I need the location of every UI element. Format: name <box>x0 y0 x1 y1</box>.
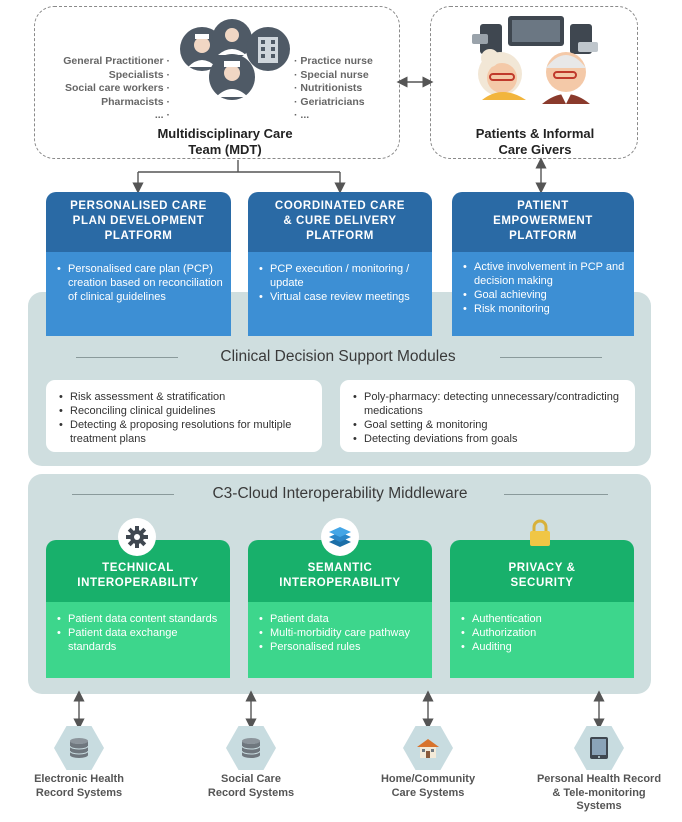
middleware-title-rule-left <box>72 494 174 495</box>
list-item: Patient data <box>256 612 424 626</box>
role-item: General Practitioner · <box>63 55 170 67</box>
gear-icon <box>118 518 156 556</box>
middleware-title-rule-right <box>504 494 608 495</box>
lock-icon <box>527 519 553 552</box>
platform-body: PCP execution / monitoring / update Virt… <box>248 252 432 336</box>
interop-body: Patient data content standards Patient d… <box>46 602 230 678</box>
connector-arrows-bottom <box>73 690 605 730</box>
cds-title-rule-right <box>500 357 602 358</box>
house-icon <box>417 739 439 758</box>
care-team-illustration <box>180 19 290 100</box>
platform-body: Active involvement in PCP and decision m… <box>452 252 634 336</box>
platform-header: PERSONALISED CARE PLAN DEVELOPMENT PLATF… <box>46 192 231 252</box>
list-item: Risk assessment & stratification <box>56 390 312 404</box>
role-item: · ... <box>294 109 310 121</box>
cds-title-rule-left <box>76 357 178 358</box>
list-item: Active involvement in PCP and decision m… <box>460 260 626 288</box>
home-care-system-label: Home/Community Care Systems <box>380 773 476 799</box>
platform-body: Personalised care plan (PCP) creation ba… <box>46 252 231 336</box>
list-item: Multi-morbidity care pathway <box>256 626 424 640</box>
list-item: Patient data content standards <box>54 612 222 626</box>
role-item: · Nutritionists <box>294 82 363 94</box>
mdt-title: Multidisciplinary Care Team (MDT) <box>157 126 293 157</box>
list-item: Authentication <box>458 612 626 626</box>
list-item: Goal achieving <box>460 288 626 302</box>
list-item: Reconciling clinical guidelines <box>56 404 312 418</box>
role-item: Social care workers · <box>64 82 170 94</box>
role-item: Pharmacists · <box>101 95 170 108</box>
patients-title: Patients & Informal Care Givers <box>475 126 595 157</box>
middleware-title: C3-Cloud Interoperability Middleware <box>212 485 468 502</box>
interop-header: SEMANTIC INTEROPERABILITY <box>248 540 432 602</box>
privacy-security-block: PRIVACY & SECURITY Authentication Author… <box>450 540 634 678</box>
database-icon <box>241 738 261 758</box>
interop-header: PRIVACY & SECURITY <box>450 540 634 602</box>
database-icon <box>69 738 89 758</box>
platform-patient-empowerment: PATIENT EMPOWERMENT PLATFORM Active invo… <box>452 192 634 336</box>
mdt-right-roles: · Practice nurse · Special nurse · Nutri… <box>294 55 400 123</box>
cds-right-box: Poly-pharmacy: detecting unnecessary/con… <box>340 380 635 452</box>
cds-left-box: Risk assessment & stratification Reconci… <box>46 380 322 452</box>
list-item: Detecting deviations from goals <box>350 432 625 446</box>
interop-header: TECHNICAL INTEROPERABILITY <box>46 540 230 602</box>
layers-icon <box>321 518 359 556</box>
platform-header: COORDINATED CARE & CURE DELIVERY PLATFOR… <box>248 192 432 252</box>
list-item: PCP execution / monitoring / update <box>256 262 424 290</box>
interop-body: Authentication Authorization Auditing <box>450 602 634 678</box>
semantic-interoperability-block: SEMANTIC INTEROPERABILITY Patient data M… <box>248 540 432 678</box>
interop-body: Patient data Multi-morbidity care pathwa… <box>248 602 432 678</box>
social-care-system-hex <box>226 726 276 770</box>
mdt-left-roles: General Practitioner · Specialists · Soc… <box>36 55 170 123</box>
list-item: Personalised rules <box>256 640 424 654</box>
patients-illustration <box>472 16 598 104</box>
ehr-system-hex <box>54 726 104 770</box>
social-care-system-label: Social Care Record Systems <box>207 773 295 799</box>
phr-system-hex <box>574 726 624 770</box>
phr-system-label: Personal Health Record & Tele-monitoring… <box>536 773 662 812</box>
list-item: Virtual case review meetings <box>256 290 424 304</box>
list-item: Personalised care plan (PCP) creation ba… <box>54 262 223 304</box>
role-item: · Geriatricians <box>294 95 365 108</box>
role-item: · Special nurse <box>294 68 369 81</box>
list-item: Poly-pharmacy: detecting unnecessary/con… <box>350 390 625 418</box>
connector-arrows-top <box>132 76 547 194</box>
list-item: Authorization <box>458 626 626 640</box>
role-item: ... · <box>154 109 170 121</box>
platform-coordinated-care: COORDINATED CARE & CURE DELIVERY PLATFOR… <box>248 192 432 336</box>
list-item: Detecting & proposing resolutions for mu… <box>56 418 312 446</box>
role-item: · Practice nurse <box>294 55 373 67</box>
list-item: Goal setting & monitoring <box>350 418 625 432</box>
ehr-system-label: Electronic Health Record Systems <box>34 773 124 799</box>
role-item: Specialists · <box>108 68 170 81</box>
home-care-system-hex <box>403 726 453 770</box>
list-item: Auditing <box>458 640 626 654</box>
list-item: Risk monitoring <box>460 302 626 316</box>
platform-header: PATIENT EMPOWERMENT PLATFORM <box>452 192 634 252</box>
technical-interoperability-block: TECHNICAL INTEROPERABILITY Patient data … <box>46 540 230 678</box>
tablet-icon <box>590 737 608 759</box>
cds-title: Clinical Decision Support Modules <box>220 348 456 365</box>
list-item: Patient data exchange standards <box>54 626 222 654</box>
platform-personalised-care: PERSONALISED CARE PLAN DEVELOPMENT PLATF… <box>46 192 231 336</box>
